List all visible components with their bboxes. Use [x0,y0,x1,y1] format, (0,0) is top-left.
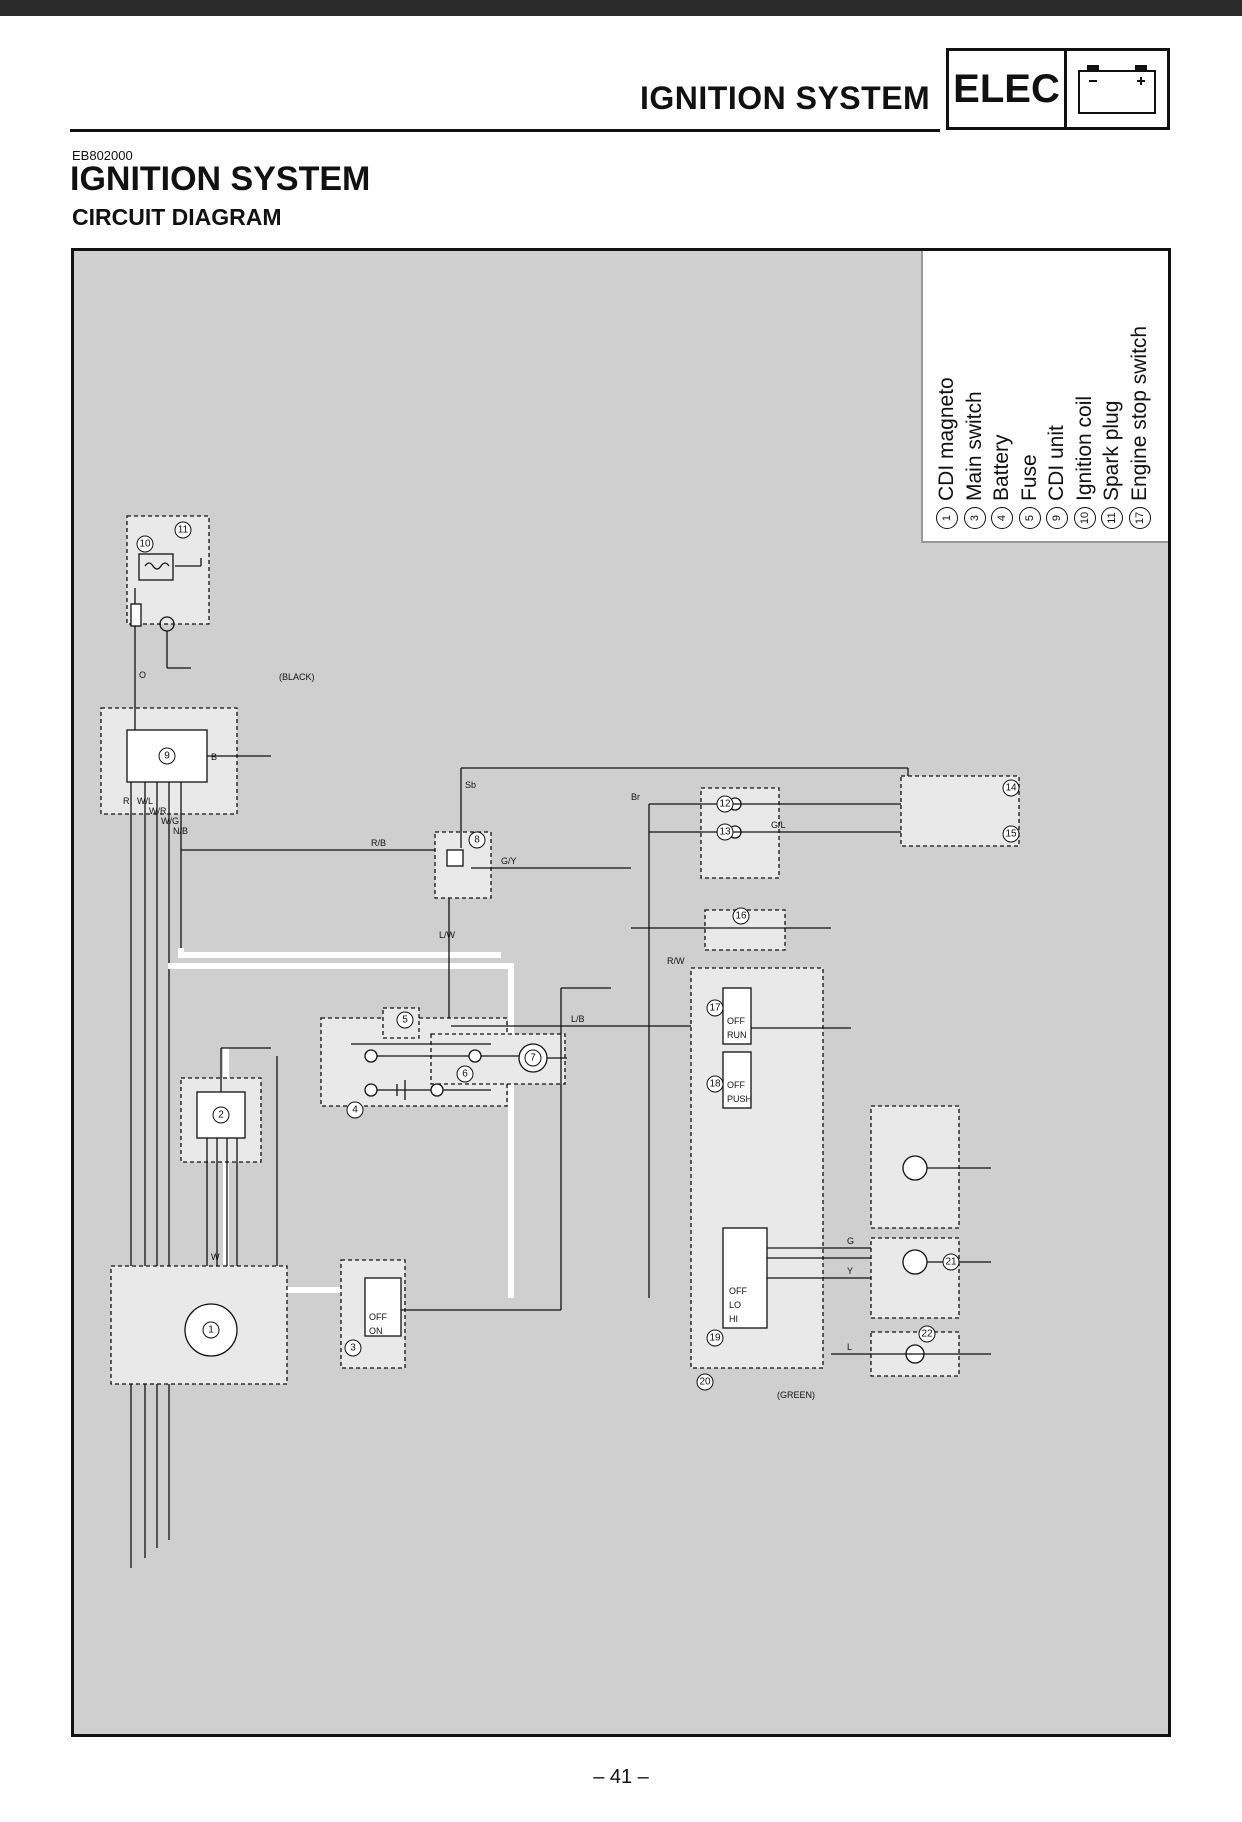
wire-label-g: G [847,1236,854,1246]
light-switch-hi: HI [729,1314,738,1324]
battery-icon [1067,51,1167,127]
callout-19: 19 [709,1333,721,1344]
legend-number: 1 [936,507,959,529]
section-title: IGNITION SYSTEM [70,160,371,198]
legend-label: CDI unit [1045,425,1068,501]
page-number: – 41 – [593,1766,649,1788]
wire-label-lw: L/W [439,930,456,940]
wire-label-l: L [847,1342,852,1352]
stop-switch-run: RUN [727,1030,747,1040]
wire-label-o: O [139,670,146,680]
wire-label-b: B [211,752,217,762]
wire-label-br: Br [631,792,640,802]
wire-label-gl: G/L [771,820,786,830]
wire-label-sb: Sb [465,780,476,790]
legend-item: 1 CDI magneto [933,265,961,529]
wire-label-r: R [123,796,130,806]
legend-number: 4 [991,507,1014,529]
callout-5: 5 [402,1015,408,1026]
legend-label: Fuse [1017,454,1041,501]
wire-label-nb: N/B [173,826,188,836]
wire-label-y: Y [847,1266,853,1276]
connector-label-black: (BLACK) [279,672,315,682]
callout-18: 18 [709,1079,721,1090]
legend-label: Ignition coil [1072,395,1096,501]
wire-label-rw: R/W [667,956,685,966]
wire-label-wl: W/L [137,796,153,806]
start-switch-off: OFF [727,1080,745,1090]
callout-1: 1 [208,1325,214,1336]
component-callouts: 1 2 3 4 5 6 7 8 9 10 11 12 13 14 15 16 1… [136,521,1020,1391]
legend-list: 1 CDI magneto 3 Main switch 4 Battery 5 Fuse… [923,251,1168,541]
callout-8: 8 [474,835,480,846]
legend-item: 10 Ignition coil [1071,265,1099,529]
legend-number: 11 [1101,507,1124,529]
callout-14: 14 [1005,783,1017,794]
section-tab-label: ELEC [949,51,1067,127]
legend-label: Engine stop switch [1127,325,1151,501]
connector-label-green: (GREEN) [777,1390,815,1400]
legend-number: 9 [1046,507,1069,529]
main-switch-on: ON [369,1326,383,1336]
callout-3: 3 [350,1343,356,1354]
callout-2: 2 [218,1110,224,1121]
callout-22: 22 [921,1329,933,1340]
legend-number: 10 [1073,507,1096,529]
legend-item: 5 Fuse [1016,265,1044,529]
legend-item: 4 Battery [988,265,1016,529]
legend-item: 11 Spark plug [1098,265,1126,529]
wire-label-wg: W/G [161,816,179,826]
document-code: EB802000 [72,148,133,163]
callout-6: 6 [462,1069,468,1080]
callout-12: 12 [719,799,731,810]
wire-label-gy: G/Y [501,856,517,866]
legend-number: 17 [1128,507,1151,529]
callout-21: 21 [945,1257,957,1268]
legend-item: 9 CDI unit [1043,265,1071,529]
wire-labels: R W/L W/R W/G N/B O B Sb R/B G/Y L/W L/B… [123,670,854,1400]
circuit-diagram: 1 2 3 4 5 6 7 8 9 10 11 12 13 14 15 16 1… [100,515,1020,1568]
callout-17: 17 [709,1003,721,1014]
header-rule [70,129,940,132]
light-switch-off: OFF [729,1286,747,1296]
legend-item: 17 Engine stop switch [1126,265,1154,529]
wire-label-rb: R/B [371,838,386,848]
legend-item: 3 Main switch [961,265,989,529]
header-title: IGNITION SYSTEM [640,80,931,116]
callout-9: 9 [164,751,170,762]
wire-label-wr: W/R [149,806,167,816]
callout-15: 15 [1005,829,1017,840]
callout-7: 7 [530,1053,536,1064]
callout-11: 11 [178,525,189,536]
wire-label-lb: L/B [571,1014,585,1024]
legend-number: 5 [1018,507,1041,529]
main-switch-off: OFF [369,1312,387,1322]
light-switch-lo: LO [729,1300,741,1310]
subtitle: CIRCUIT DIAGRAM [72,204,282,230]
stop-switch-off: OFF [727,1016,745,1026]
section-tab: ELEC [946,48,1170,130]
wire-label-w: W [211,1252,220,1262]
start-switch-push: PUSH [727,1094,752,1104]
legend-box: 1 CDI magneto 3 Main switch 4 Battery 5 Fuse… [921,251,1168,543]
legend-label: Battery [990,434,1013,501]
legend-number: 3 [963,507,986,529]
callout-13: 13 [719,827,731,838]
legend-label: Main switch [962,391,986,501]
callout-20: 20 [699,1377,711,1388]
legend-label: Spark plug [1100,400,1123,501]
callout-10: 10 [139,539,151,550]
callout-16: 16 [735,911,747,922]
callout-4: 4 [352,1105,358,1116]
legend-label: CDI magneto [935,377,958,501]
top-bar [0,0,1242,16]
